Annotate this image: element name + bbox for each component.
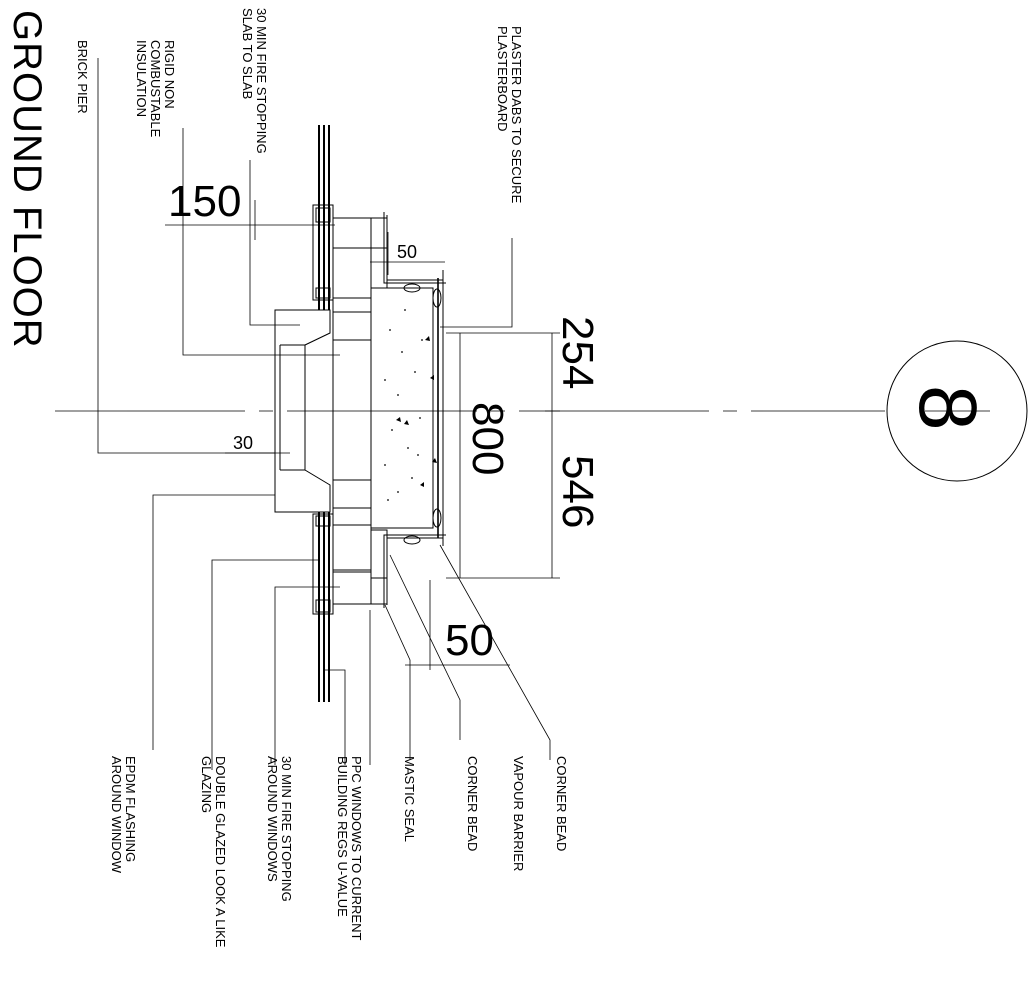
label-fire-stop-slab-2: SLAB TO SLAB [240, 8, 255, 99]
label-ppc-1: PPC WINDOWS TO CURRENT [349, 756, 364, 940]
labels-bottom: EPDM FLASHING AROUND WINDOW DOUBLE GLAZE… [109, 756, 569, 948]
label-corner-bead-2: CORNER BEAD [554, 756, 569, 851]
dim-50-large: 50 [445, 616, 494, 665]
label-rigid-2: COMBUSTABLE [148, 40, 163, 138]
label-mastic: MASTIC SEAL [402, 756, 417, 842]
label-epdm-2: AROUND WINDOW [109, 756, 124, 874]
label-brick-pier: BRICK PIER [75, 40, 90, 114]
dimension-lines [165, 200, 560, 670]
label-vapour: VAPOUR BARRIER [511, 756, 526, 871]
concrete-speckle [384, 309, 437, 501]
labels-top: 30 MIN FIRE STOPPING SLAB TO SLAB RIGID … [75, 8, 524, 204]
detail-reference-bubble: 8 [886, 340, 1028, 482]
label-fire-stop-slab-1: 30 MIN FIRE STOPPING [254, 8, 269, 154]
label-plaster-1: PLASTER DABS TO SECURE [509, 26, 524, 204]
dim-254: 254 [553, 316, 602, 389]
label-corner-bead-1: CORNER BEAD [465, 756, 480, 851]
label-epdm-1: EPDM FLASHING [123, 756, 138, 862]
detail-ref-number: 8 [902, 385, 993, 431]
dim-546: 546 [553, 455, 602, 528]
label-plaster-2: PLASTERBOARD [495, 26, 510, 131]
dim-30: 30 [233, 433, 253, 453]
label-fire-stop-win-1: 30 MIN FIRE STOPPING [279, 756, 294, 902]
label-rigid-1: RIGID NON [162, 40, 177, 109]
leader-lines [97, 58, 551, 770]
label-glazed-1: DOUBLE GLAZED LOOK A LIKE [213, 756, 228, 948]
label-rigid-3: INSULATION [134, 40, 149, 117]
label-ppc-2: BUILDING REGS U-VALUE [335, 756, 350, 917]
label-glazed-2: GLAZING [199, 756, 214, 813]
label-fire-stop-win-2: AROUND WINDOWS [265, 756, 280, 882]
drawing-title: GROUND FLOOR [5, 10, 49, 349]
wall-section [274, 125, 446, 702]
dim-150: 150 [168, 177, 241, 226]
dim-800: 800 [463, 402, 512, 475]
dim-50-small: 50 [397, 242, 417, 262]
